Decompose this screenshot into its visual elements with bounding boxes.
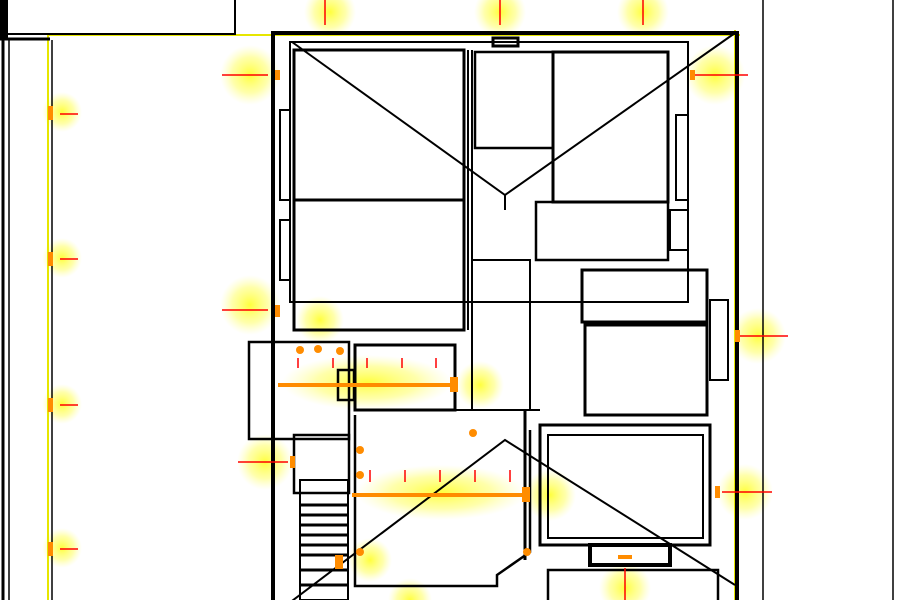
light-rays [60, 0, 788, 600]
light-fixtures [48, 70, 740, 569]
